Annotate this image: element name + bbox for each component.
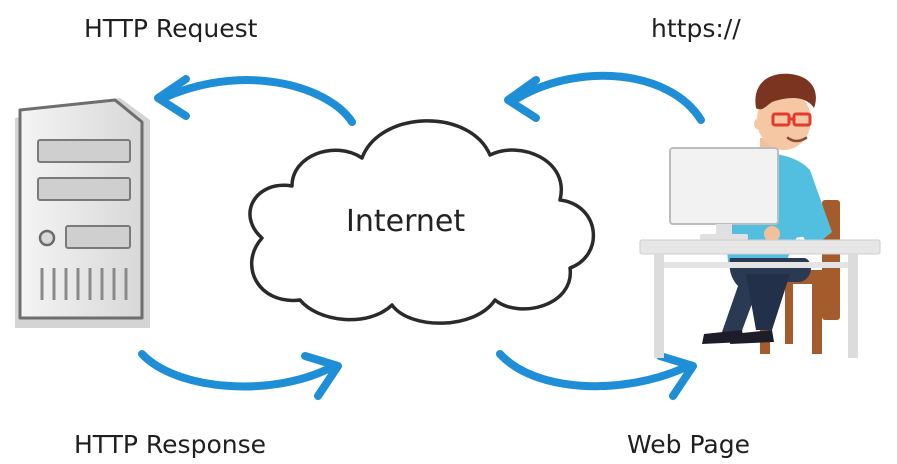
request-arrow-icon bbox=[154, 75, 356, 126]
http-request-label: HTTP Request bbox=[84, 14, 258, 43]
internet-label: Internet bbox=[346, 204, 466, 239]
user-at-computer-icon bbox=[639, 73, 881, 358]
server-icon bbox=[15, 98, 150, 328]
http-response-label: HTTP Response bbox=[74, 430, 266, 459]
https-arrow-icon bbox=[504, 71, 705, 124]
webpage-arrow-icon bbox=[496, 350, 697, 400]
response-arrow-icon bbox=[138, 350, 342, 400]
web-page-label: Web Page bbox=[627, 430, 750, 459]
internet-cloud-icon bbox=[248, 119, 596, 325]
https-label: https:// bbox=[651, 14, 741, 43]
